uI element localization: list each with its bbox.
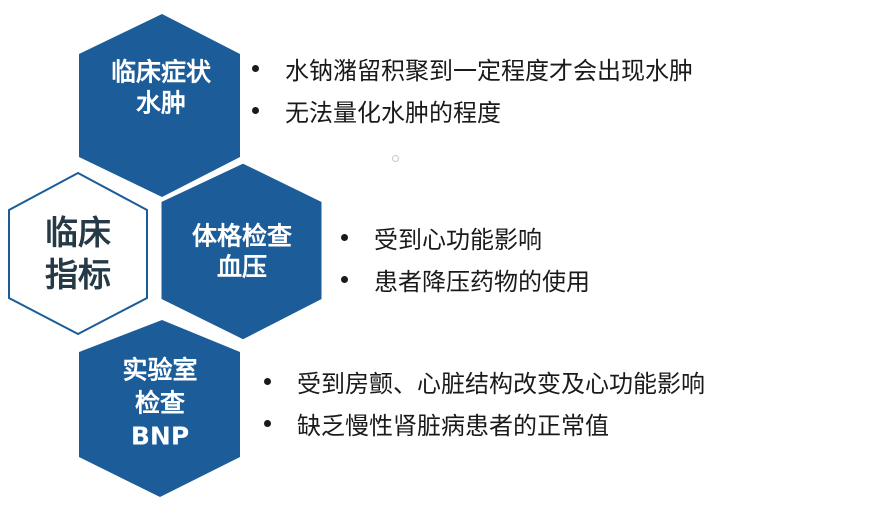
label-line: BNP	[130, 421, 190, 451]
bullet-list-symptom: 水钠潴留积聚到一定程度才会出现水肿 无法量化水肿的程度	[252, 47, 693, 131]
bullet-text: 受到心功能影响	[374, 225, 542, 254]
label-line: 临床症状	[110, 57, 212, 87]
label-line: 体格检查	[191, 221, 293, 251]
bullet-text: 患者降压药物的使用	[374, 267, 590, 296]
bullet-text: 无法量化水肿的程度	[285, 98, 501, 127]
label-symptom: 临床症状 水肿	[111, 58, 211, 119]
label-line: 血压	[216, 252, 268, 281]
bullet-text: 水钠潴留积聚到一定程度才会出现水肿	[285, 56, 693, 85]
bullet-text: 缺乏慢性肾脏病患者的正常值	[297, 411, 609, 440]
label-center: 临床 指标	[45, 212, 111, 296]
label-line: 指标	[45, 255, 111, 294]
hex-lab-test	[79, 320, 240, 497]
label-line: 检查	[134, 388, 186, 418]
bullet-dot-icon	[252, 106, 259, 114]
label-line: 临床	[45, 212, 111, 252]
bullet-item: 水钠潴留积聚到一定程度才会出现水肿	[252, 47, 693, 89]
label-line: 实验室	[122, 355, 198, 385]
bullet-item: 受到心功能影响	[341, 216, 590, 258]
small-circle-icon	[392, 155, 399, 162]
bullet-text: 受到房颤、心脏结构改变及心功能影响	[297, 369, 705, 398]
bullet-item: 缺乏慢性肾脏病患者的正常值	[264, 402, 705, 444]
label-lab-test: 实验室 检查 BNP	[122, 354, 197, 453]
bullet-dot-icon	[264, 377, 271, 385]
bullet-item: 无法量化水肿的程度	[252, 89, 693, 131]
bullet-dot-icon	[341, 275, 348, 283]
hex-center-border	[8, 171, 148, 336]
label-line: 水肿	[135, 88, 187, 117]
bullet-dot-icon	[264, 419, 271, 427]
bullet-item: 受到房颤、心脏结构改变及心功能影响	[264, 360, 705, 402]
bullet-list-physical-exam: 受到心功能影响 患者降压药物的使用	[341, 216, 590, 300]
hex-symptom	[79, 14, 240, 197]
bullet-dot-icon	[341, 233, 348, 241]
bullet-list-lab-test: 受到房颤、心脏结构改变及心功能影响 缺乏慢性肾脏病患者的正常值	[264, 360, 705, 444]
divider-line	[78, 308, 161, 352]
label-physical-exam: 体格检查 血压	[192, 222, 292, 283]
bullet-item: 患者降压药物的使用	[341, 258, 590, 300]
divider-line	[159, 298, 244, 343]
bullet-dot-icon	[252, 64, 259, 72]
